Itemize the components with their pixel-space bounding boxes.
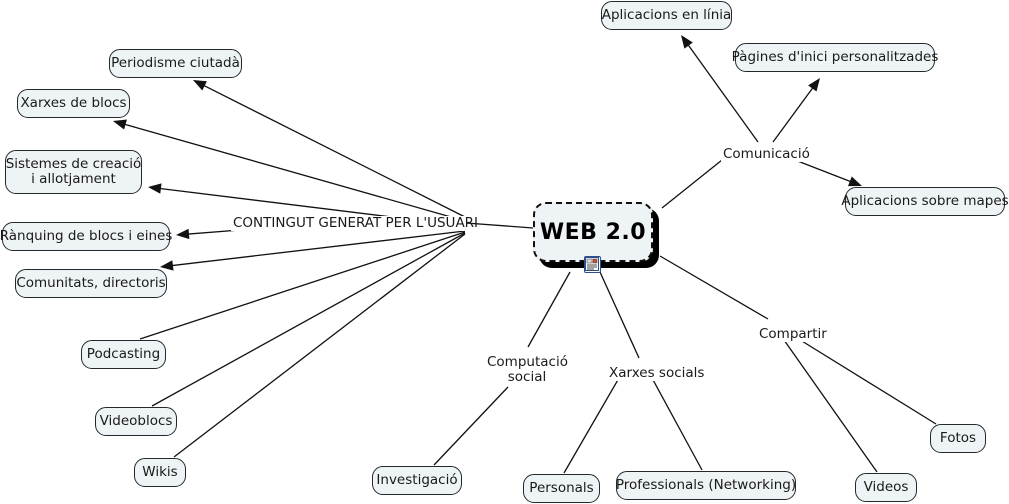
node-wikis[interactable]: Wikis — [134, 458, 186, 487]
edge-computacio-to-investigacio — [433, 386, 509, 466]
link-label-comunicacio[interactable]: Comunicació — [721, 147, 811, 162]
edge-center-to-comunicacio — [661, 159, 723, 209]
node-label: Videos — [863, 479, 909, 495]
edge-xarxes-socials-to-personals — [563, 377, 620, 474]
node-label: Aplicacions en línia — [601, 7, 732, 23]
node-label: Pàgines d'inici personalitzades — [731, 49, 939, 65]
node-label: Personals — [529, 480, 594, 496]
edge-contingut-to-videoblocs — [151, 232, 466, 407]
note-document-icon[interactable] — [584, 256, 601, 273]
node-label: Xarxes de blocs — [20, 95, 127, 111]
node-podcasting[interactable]: Podcasting — [81, 340, 166, 369]
edge-contingut-to-wikis — [173, 233, 466, 458]
central-node[interactable]: WEB 2.0 — [533, 202, 659, 273]
edge-compartir-to-fotos — [796, 337, 937, 425]
node-label: Aplicacions sobre mapes — [841, 193, 1009, 209]
node-comunitats-directoris[interactable]: Comunitats, directoris — [15, 269, 167, 298]
edge-contingut-to-periodisme — [193, 80, 466, 218]
node-aplicacions-en-linia[interactable]: Aplicacions en línia — [601, 1, 732, 30]
central-node-box[interactable]: WEB 2.0 — [533, 202, 653, 262]
edge-contingut-to-podcasting — [139, 231, 466, 340]
link-label-xarxes-socials[interactable]: Xarxes socials — [607, 366, 704, 381]
node-label: Videoblocs — [99, 413, 173, 429]
node-pagines-inici[interactable]: Pàgines d'inici personalitzades — [732, 43, 938, 72]
node-aplicacions-mapes[interactable]: Aplicacions sobre mapes — [841, 187, 1009, 216]
node-sistemes-creacio[interactable]: Sistemes de creació i allotjament — [5, 150, 142, 194]
link-label-text: Xarxes socials — [609, 365, 705, 381]
node-label: Professionals (Networking) — [615, 477, 797, 493]
link-label-contingut[interactable]: CONTINGUT GENERAT PER L'USUARI — [231, 216, 478, 231]
edge-comunicacio-to-mapes — [794, 159, 862, 187]
link-label-text: Comunicació — [723, 146, 810, 162]
node-videos[interactable]: Videos — [855, 473, 917, 502]
node-label: Fotos — [939, 430, 977, 446]
edge-compartir-to-videos — [783, 339, 878, 473]
edge-contingut-to-comunitats — [160, 230, 466, 271]
edge-contingut-to-xarxes-blocs — [113, 119, 466, 222]
node-label: Sistemes de creació i allotjament — [5, 156, 142, 187]
edge-xarxes-socials-to-professionals — [651, 377, 703, 471]
link-label-text: Computació social — [487, 354, 568, 385]
node-fotos[interactable]: Fotos — [930, 424, 986, 453]
node-label: Wikis — [142, 464, 178, 480]
node-label: Investigació — [376, 472, 458, 488]
link-label-compartir[interactable]: Compartir — [757, 326, 827, 342]
link-label-computacio[interactable]: Computació social — [485, 355, 569, 385]
edge-center-to-computacio — [527, 271, 571, 348]
node-label: Periodisme ciutadà — [111, 55, 240, 71]
node-label: Podcasting — [86, 346, 161, 362]
link-label-text: Compartir — [759, 326, 827, 342]
node-personals[interactable]: Personals — [523, 474, 600, 503]
central-node-label: WEB 2.0 — [539, 219, 647, 245]
node-ranquing-blocs[interactable]: Rànquing de blocs i eines — [0, 222, 173, 251]
node-professionals-networking[interactable]: Professionals (Networking) — [616, 471, 796, 500]
link-label-text: CONTINGUT GENERAT PER L'USUARI — [233, 215, 479, 231]
node-videoblocs[interactable]: Videoblocs — [95, 407, 177, 436]
node-label: Comunitats, directoris — [16, 275, 166, 291]
edge-center-to-xarxes-socials — [599, 271, 640, 359]
node-investigacio[interactable]: Investigació — [372, 466, 462, 495]
node-label: Rànquing de blocs i eines — [0, 228, 173, 244]
edge-center-to-compartir — [659, 255, 769, 320]
edge-comunicacio-to-pagines — [772, 78, 820, 143]
node-periodisme-ciutada[interactable]: Periodisme ciutadà — [109, 49, 242, 78]
node-xarxes-de-blocs[interactable]: Xarxes de blocs — [17, 89, 130, 118]
